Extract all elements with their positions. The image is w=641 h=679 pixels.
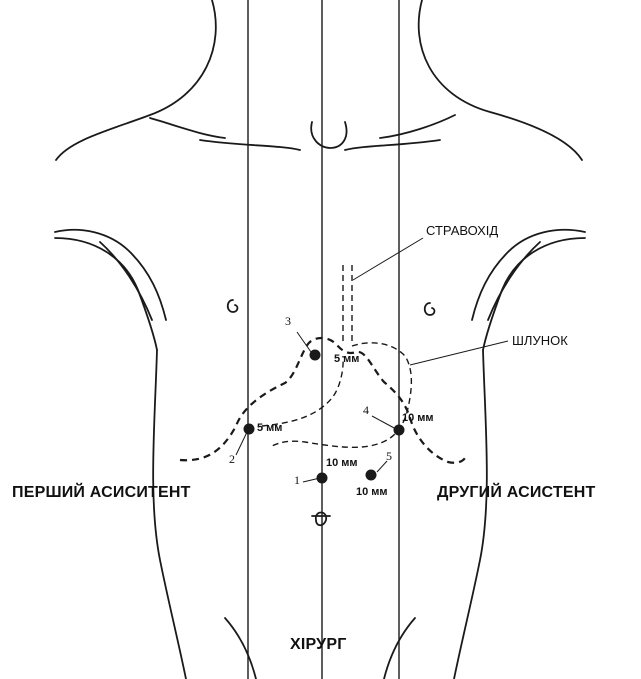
left-trunk-outline (153, 350, 186, 679)
port-4-leader (372, 416, 396, 429)
stomach-pointer (410, 341, 508, 365)
port-3-size: 5 мм (334, 353, 359, 365)
left-upper-chest-curve (200, 140, 300, 150)
esophagus-pointer (353, 238, 423, 280)
port-2-size: 5 мм (257, 422, 282, 434)
port-4-dot (394, 425, 405, 436)
neck-right-outline (419, 0, 582, 160)
sternal-notch (311, 122, 346, 148)
second-assistant-label: ДРУГИЙ АСИСТЕНТ (437, 484, 595, 502)
esophagus-label: СТРАВОХІД (426, 223, 498, 238)
left-nipple-icon (228, 300, 238, 312)
port-2-number: 2 (229, 452, 235, 467)
first-assistant-label: ПЕРШИЙ АСИСИТЕНТ (12, 484, 191, 502)
port-5-number: 5 (386, 449, 392, 464)
right-clavicle (380, 115, 455, 138)
port-5-dot (366, 470, 377, 481)
right-trunk-outline (454, 350, 487, 679)
port-5-size: 10 мм (356, 486, 388, 498)
surgeon-label: ХІРУРГ (290, 636, 346, 654)
left-shoulder-outline (55, 230, 166, 320)
left-groin-line (225, 618, 256, 679)
port-3-number: 3 (285, 314, 291, 329)
right-nipple-icon (425, 303, 435, 315)
port-3-dot (310, 350, 321, 361)
port-1-number: 1 (294, 473, 300, 488)
right-upper-chest-curve (345, 140, 440, 150)
navel-icon (312, 513, 330, 526)
left-clavicle (150, 118, 225, 138)
port-1-size: 10 мм (326, 457, 358, 469)
port-4-size: 10 мм (402, 412, 434, 424)
right-shoulder-outline (472, 230, 585, 320)
liver-inner-line (262, 356, 343, 426)
port-2-leader (236, 430, 248, 455)
port-4-number: 4 (363, 403, 369, 418)
stomach-label: ШЛУНОК (512, 333, 568, 348)
port-1-dot (317, 473, 328, 484)
port-2-dot (244, 424, 255, 435)
left-arm-outline (55, 238, 157, 350)
neck-left-outline (56, 0, 216, 160)
